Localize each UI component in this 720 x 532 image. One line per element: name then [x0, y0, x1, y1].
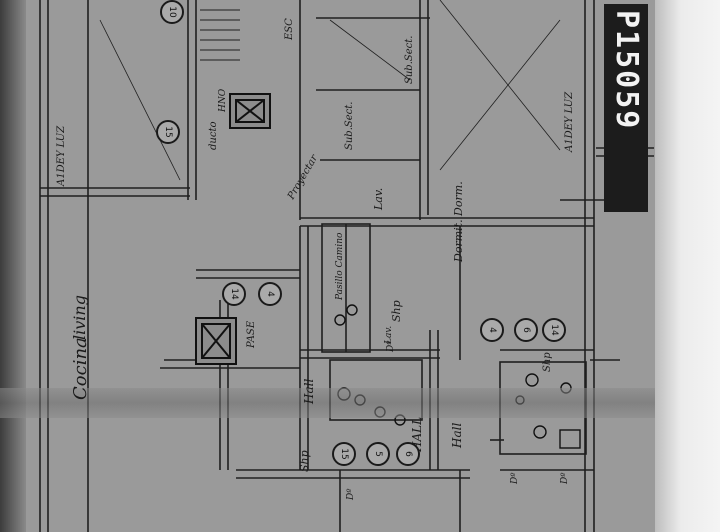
note-a: Dº [346, 488, 356, 500]
label-cocina: Cocina [70, 337, 91, 400]
elevator-cross-icon [195, 317, 237, 365]
note-d: Dº [560, 472, 570, 484]
label-shp-a: Shp [390, 300, 403, 322]
paper-sheet [0, 0, 660, 532]
section-marker: 14 [542, 318, 566, 342]
note-c: Dº [386, 340, 396, 352]
section-marker: 10 [160, 0, 184, 24]
label-hall-a: Hall [302, 378, 316, 404]
section-marker: 14 [222, 282, 246, 306]
label-escalera: ESC [284, 18, 295, 40]
section-marker: 5 [366, 442, 390, 466]
sheet-number: P15059 [609, 10, 644, 131]
label-dormitorio: Dormit. Dorm. [452, 181, 465, 262]
section-marker: 4 [258, 282, 282, 306]
label-lav: Lav. [372, 187, 385, 210]
paper-fold [0, 388, 660, 418]
label-eje-left: A1DEY LUZ [56, 125, 67, 186]
label-pase: PASE [246, 320, 257, 348]
section-marker: 15 [332, 442, 356, 466]
label-hall-b: Hall [450, 422, 464, 448]
label-shp-b: Shp [298, 450, 311, 472]
title-block: P15059 [604, 4, 648, 212]
scan-shadow [0, 0, 26, 532]
label-sub-sector-a: Sub.Sect. [404, 35, 415, 84]
label-sub-sector-b: Sub.Sect. [344, 101, 355, 150]
elevator-cross-icon [229, 93, 271, 129]
floor-plan-lines [39, 0, 654, 532]
section-marker: 4 [480, 318, 504, 342]
label-living: living [70, 295, 89, 340]
label-eje-right: A1DEY LUZ [564, 91, 575, 152]
label-shp-c: Shp [542, 352, 553, 372]
note-b: Dº [510, 472, 520, 484]
section-marker: 6 [396, 442, 420, 466]
label-hno: HNO [218, 88, 228, 112]
section-marker: 15 [156, 120, 180, 144]
label-ducto: ducto [208, 121, 219, 150]
right-margin [655, 0, 720, 532]
section-marker: 6 [514, 318, 538, 342]
label-pasillo: Pasillo Camino [335, 232, 345, 300]
